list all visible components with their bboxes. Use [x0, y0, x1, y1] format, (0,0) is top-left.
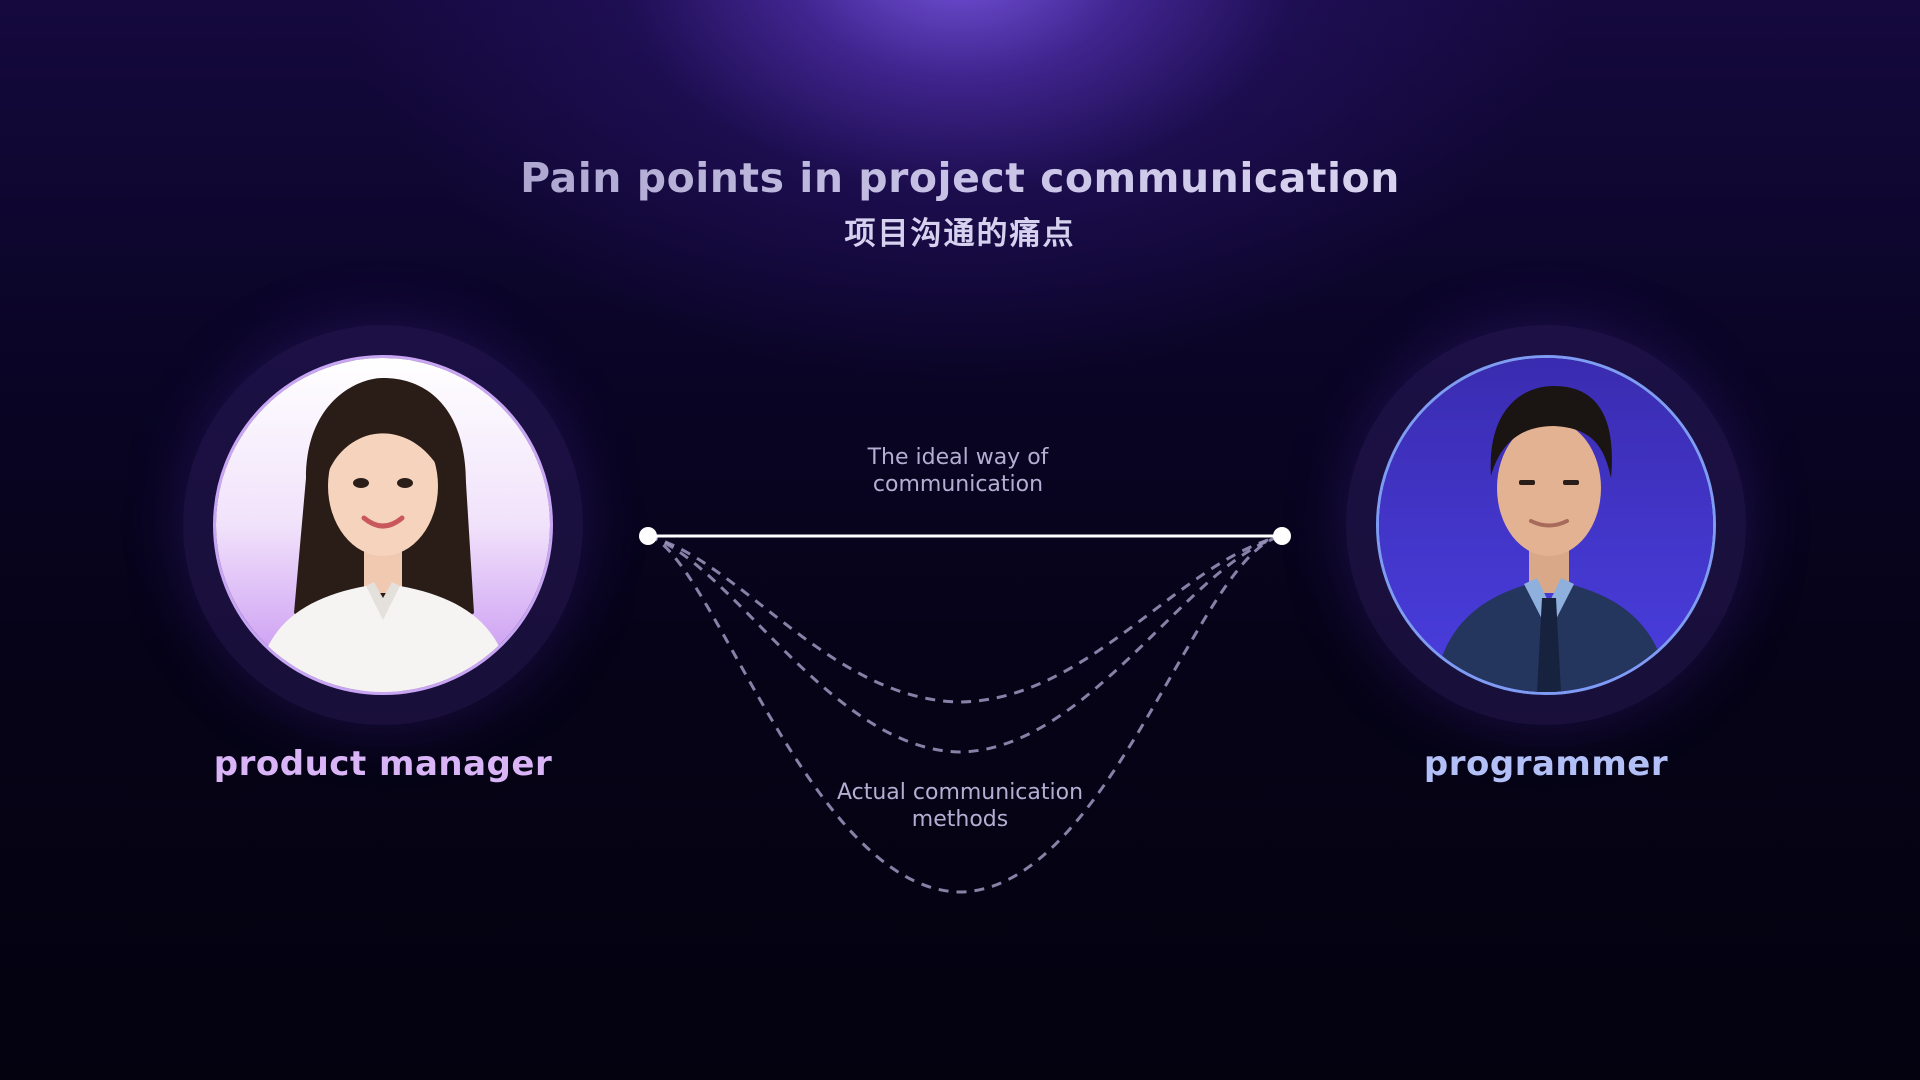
programmer-label: programmer: [1423, 744, 1669, 784]
page-title: Pain points in project communication: [0, 154, 1920, 202]
actual-label-line1: Actual communication: [836, 780, 1084, 805]
actual-path-shallow: [647, 534, 1283, 704]
actual-path-medium: [647, 534, 1283, 754]
left-endpoint: [639, 527, 657, 545]
programmer-avatar: [1376, 355, 1716, 695]
page-subtitle: 项目沟通的痛点: [844, 216, 1076, 252]
product-manager-portrait: [216, 358, 550, 692]
programmer-avatar-ring: [1346, 325, 1746, 725]
product-manager-avatar: [213, 355, 553, 695]
ideal-label-line2: communication: [872, 472, 1044, 497]
programmer-portrait: [1379, 358, 1713, 692]
actual-label-line2: methods: [911, 807, 1009, 832]
product-manager-label: product manager: [213, 744, 553, 784]
right-endpoint: [1273, 527, 1291, 545]
ideal-label-line1: The ideal way of: [867, 445, 1049, 470]
actual-path-deep: [647, 534, 1283, 894]
product-manager-avatar-ring: [183, 325, 583, 725]
ideal-communication-label: The ideal way of communication: [758, 444, 1158, 498]
actual-communication-label: Actual communication methods: [760, 779, 1160, 833]
